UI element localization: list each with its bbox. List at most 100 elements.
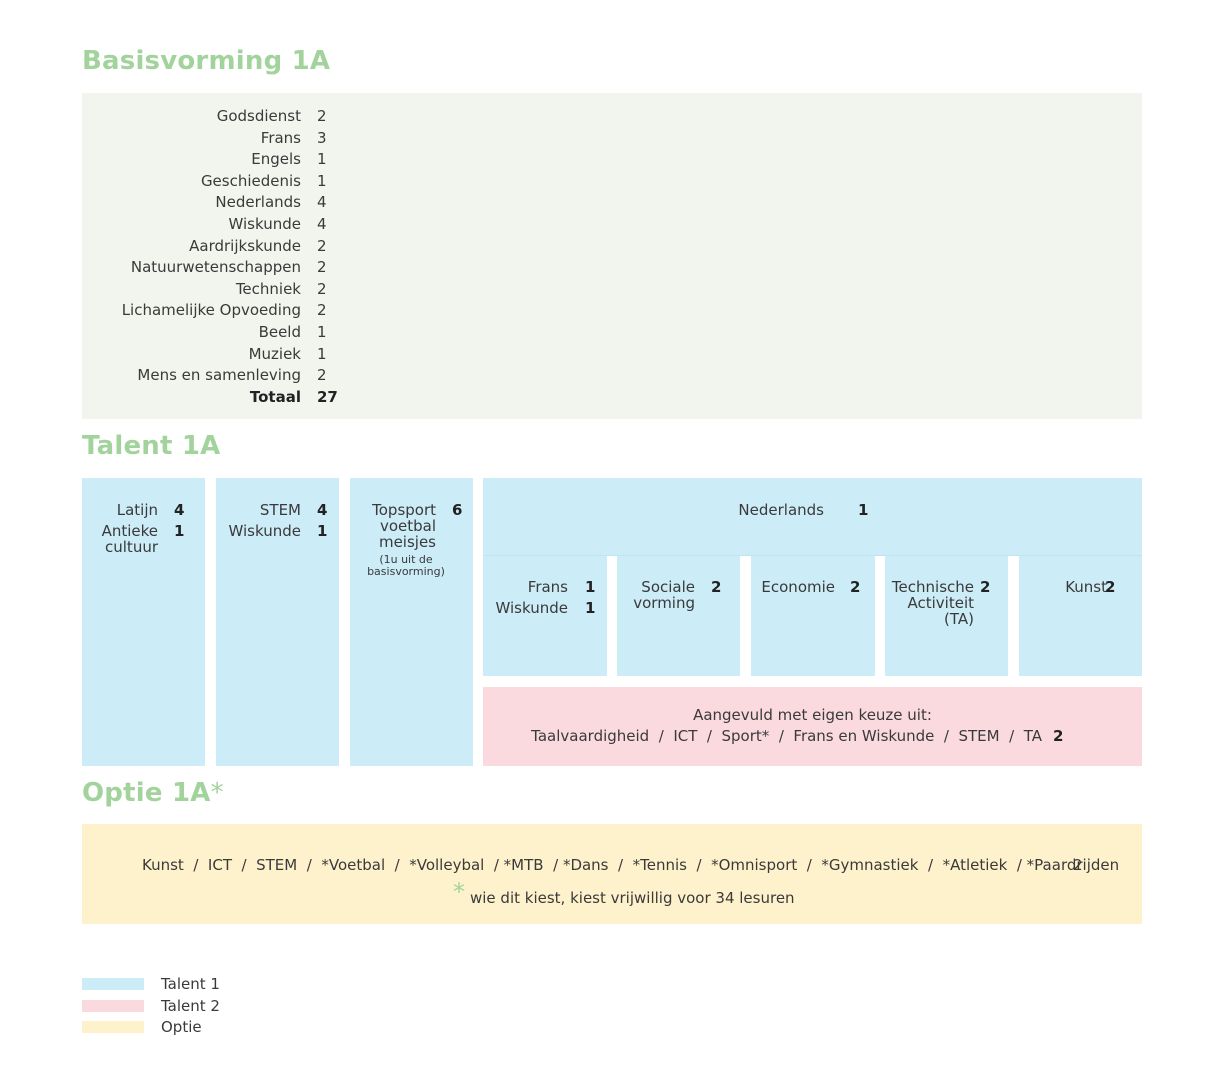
stem-hours: 4 xyxy=(317,501,328,519)
latijn-hours: 4 xyxy=(174,501,185,519)
nederlands-label: Nederlands xyxy=(738,501,824,519)
optie-panel: Kunst / ICT / STEM / *Voetbal / *Volleyb… xyxy=(82,824,1142,924)
subject-hours: 2 xyxy=(317,236,327,255)
topsport-label: Topsport xyxy=(372,501,436,519)
frans-label: Frans xyxy=(527,578,568,596)
subject-row: Natuurwetenschappen 2 xyxy=(82,256,1142,278)
optie-title: Optie 1A* xyxy=(82,778,224,808)
subject-hours: 2 xyxy=(317,301,327,320)
subject-name: Lichamelijke Opvoeding xyxy=(121,301,301,320)
meisjes-label: meisjes xyxy=(378,533,436,551)
subject-row: Muziek 1 xyxy=(82,343,1142,365)
talent-economie-card: Economie 2 xyxy=(751,556,875,676)
subject-hours: 2 xyxy=(317,279,327,298)
subject-name: Mens en samenleving xyxy=(137,366,301,385)
subject-name: Muziek xyxy=(248,344,301,363)
subject-row: Mens en samenleving 2 xyxy=(82,364,1142,386)
topsport-note-2: basisvorming) xyxy=(367,565,445,578)
legend-swatch xyxy=(82,978,144,990)
talent-sociale-card: Sociale vorming 2 xyxy=(617,556,740,676)
antieke-label: Antieke xyxy=(101,522,158,540)
subject-hours: 2 xyxy=(317,366,327,385)
wiskunde-label: Wiskunde xyxy=(228,522,301,540)
voetbal-label: voetbal xyxy=(379,517,436,535)
subject-row: Nederlands 4 xyxy=(82,191,1142,213)
frans-wiskunde-label: Wiskunde xyxy=(495,599,568,617)
legend-label: Optie xyxy=(161,1018,202,1036)
talent2-panel: Aangevuld met eigen keuze uit: Taalvaard… xyxy=(483,687,1142,766)
subject-name: Geschiedenis xyxy=(200,171,301,190)
aangevuld-hours: 2 xyxy=(1053,727,1064,745)
economie-hours: 2 xyxy=(850,578,861,596)
subject-hours: 1 xyxy=(317,344,327,363)
economie-label: Economie xyxy=(761,578,835,596)
legend-swatch xyxy=(82,1021,144,1033)
talent-stem-card: STEM 4 Wiskunde 1 xyxy=(216,478,339,766)
subject-hours: 1 xyxy=(317,171,327,190)
nederlands-hours: 1 xyxy=(858,501,869,519)
asterisk-icon: * xyxy=(453,878,465,906)
subject-row: Godsdienst 2 xyxy=(82,105,1142,127)
subject-hours: 4 xyxy=(317,215,327,233)
ta-label: (TA) xyxy=(944,610,974,628)
total-row: Totaal 27 xyxy=(82,386,1142,408)
wiskunde-hours: 1 xyxy=(317,522,328,540)
technische-label: Technische xyxy=(891,578,974,596)
optie-hours: 2 xyxy=(1073,856,1083,874)
antieke-hours: 1 xyxy=(174,522,185,540)
optie-note: wie dit kiest, kiest vrijwillig voor 34 … xyxy=(470,889,795,907)
aangevuld-heading: Aangevuld met eigen keuze uit: xyxy=(693,706,932,724)
subject-row: Geschiedenis 1 xyxy=(82,170,1142,192)
legend-swatch xyxy=(82,999,144,1012)
optie-options: Kunst / ICT / STEM / *Voetbal / *Volleyb… xyxy=(142,856,1120,874)
kunst-label: Kunst xyxy=(1065,578,1107,596)
subject-name: Natuurwetenschappen xyxy=(130,258,301,277)
talent-nederlands-card: Nederlands 1 xyxy=(483,478,1142,555)
subject-name: Beeld xyxy=(258,323,301,341)
activiteit-label: Activiteit xyxy=(907,594,975,612)
talent-frans-card: Frans 1 Wiskunde 1 xyxy=(483,556,607,676)
divider xyxy=(483,555,1142,556)
talent-topsport-card: Topsport voetbal meisjes 6 (1u uit de ba… xyxy=(350,478,473,766)
talent-technische-card: Technische Activiteit (TA) 2 xyxy=(885,556,1008,676)
subject-name: Wiskunde xyxy=(228,215,301,233)
topsport-hours: 6 xyxy=(452,501,463,519)
vorming-label: vorming xyxy=(633,594,695,612)
cultuur-label: cultuur xyxy=(105,538,158,556)
subject-name: Techniek xyxy=(235,279,301,298)
technische-hours: 2 xyxy=(980,578,991,596)
subject-name: Nederlands xyxy=(215,193,301,212)
subject-row: Techniek 2 xyxy=(82,278,1142,300)
subject-hours: 3 xyxy=(317,128,327,147)
legend-label: Talent 2 xyxy=(161,996,220,1015)
basisvorming-title: Basisvorming 1A xyxy=(82,46,331,76)
stem-label: STEM xyxy=(259,501,301,519)
frans-wiskunde-hours: 1 xyxy=(585,599,596,617)
subject-hours: 2 xyxy=(317,107,327,125)
subject-row: Aardrijkskunde 2 xyxy=(82,235,1142,257)
topsport-note-1: (1u uit de xyxy=(379,553,433,566)
subject-name: Frans xyxy=(260,128,301,147)
subject-row: Lichamelijke Opvoeding 2 xyxy=(82,299,1142,321)
talent-latijn-card: Latijn 4 Antieke cultuur 1 xyxy=(82,478,205,766)
talent-title: Talent 1A xyxy=(82,431,221,461)
frans-hours: 1 xyxy=(585,578,596,596)
subject-row: Frans 3 xyxy=(82,127,1142,149)
aangevuld-options: Taalvaardigheid / ICT / Sport* / Frans e… xyxy=(531,727,1042,745)
sociale-hours: 2 xyxy=(711,578,722,596)
subject-hours: 4 xyxy=(317,193,327,212)
total-label: Totaal xyxy=(249,387,301,406)
sociale-label: Sociale xyxy=(641,578,695,596)
talent-kunst-card: Kunst 2 xyxy=(1019,556,1142,676)
total-hours: 27 xyxy=(317,387,338,406)
subject-row: Wiskunde 4 xyxy=(82,213,1142,235)
latijn-label: Latijn xyxy=(116,501,158,519)
subject-hours: 1 xyxy=(317,150,327,169)
subject-name: Godsdienst xyxy=(216,107,301,125)
subject-name: Aardrijkskunde xyxy=(189,236,301,255)
kunst-hours: 2 xyxy=(1105,578,1116,596)
subject-hours: 2 xyxy=(317,258,327,277)
